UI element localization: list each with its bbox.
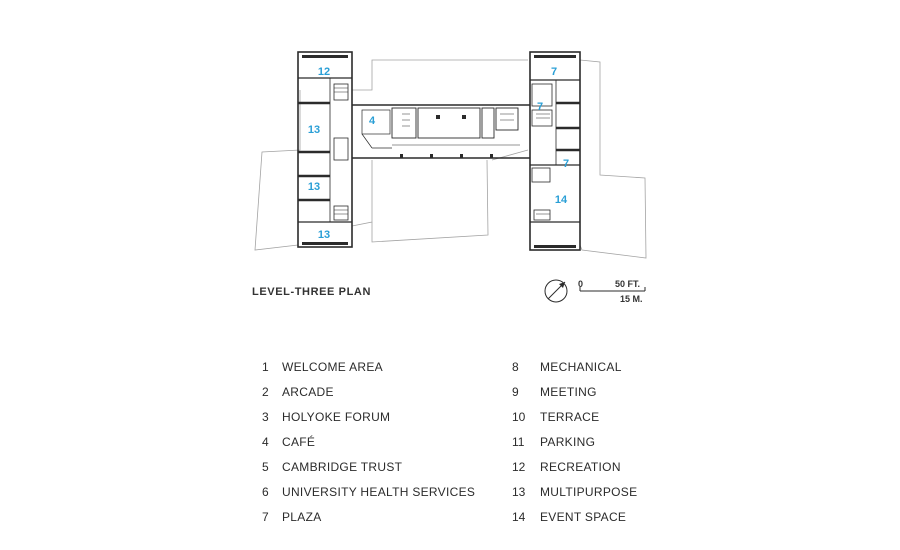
legend-number: 2 <box>262 385 269 399</box>
legend-label: MECHANICAL <box>540 360 622 374</box>
legend-number: 1 <box>262 360 269 374</box>
room-label-14: 14 <box>555 194 568 206</box>
legend-label: PLAZA <box>282 510 322 524</box>
legend-number: 6 <box>262 485 269 499</box>
legend-item: 10 TERRACE <box>512 408 637 433</box>
legend-number: 14 <box>512 510 526 524</box>
legend-label: MULTIPURPOSE <box>540 485 638 499</box>
scale-feet-label: 50 FT. <box>615 279 640 289</box>
room-label-7-lower: 7 <box>563 158 569 170</box>
room-label-7-middle: 7 <box>537 101 543 113</box>
legend-item: 1 WELCOME AREA <box>262 358 475 383</box>
legend-number: 5 <box>262 460 269 474</box>
legend-item: 12 RECREATION <box>512 458 637 483</box>
scale-meters-label: 15 M. <box>620 294 643 304</box>
legend-number: 12 <box>512 460 526 474</box>
legend-label: WELCOME AREA <box>282 360 383 374</box>
plan-title: LEVEL-THREE PLAN <box>252 286 371 298</box>
legend-number: 11 <box>512 435 525 449</box>
legend-item: 9 MEETING <box>512 383 637 408</box>
scale-zero-label: 0 <box>578 279 583 289</box>
legend-label: EVENT SPACE <box>540 510 627 524</box>
room-label-12: 12 <box>318 66 330 78</box>
right-wing <box>529 51 581 251</box>
legend-label: UNIVERSITY HEALTH SERVICES <box>282 485 476 499</box>
room-label-13-lower: 13 <box>318 229 330 241</box>
legend-label: CAFÉ <box>282 435 316 449</box>
legend-item: 4 CAFÉ <box>262 433 475 458</box>
legend-item: 8 MECHANICAL <box>512 358 637 383</box>
site-outline <box>254 59 647 259</box>
room-label-13-upper: 13 <box>308 124 320 136</box>
legend-item: 14 EVENT SPACE <box>512 508 637 533</box>
legend-label: MEETING <box>540 385 597 399</box>
legend-number: 8 <box>512 360 519 374</box>
legend-item: 13 MULTIPURPOSE <box>512 483 637 508</box>
legend-item: 7 PLAZA <box>262 508 475 533</box>
legend-label: CAMBRIDGE TRUST <box>282 460 403 474</box>
legend-item: 3 HOLYOKE FORUM <box>262 408 475 433</box>
legend-label: RECREATION <box>540 460 621 474</box>
room-label-7-top: 7 <box>551 66 557 78</box>
legend-number: 13 <box>512 485 526 499</box>
legend-number: 10 <box>512 410 526 424</box>
room-label-4: 4 <box>369 115 376 127</box>
legend-item: 11 PARKING <box>512 433 637 458</box>
legend-label: HOLYOKE FORUM <box>282 410 391 424</box>
central-bar <box>352 104 530 159</box>
legend-item: 2 ARCADE <box>262 383 475 408</box>
legend-label: ARCADE <box>282 385 334 399</box>
legend-number: 9 <box>512 385 519 399</box>
left-wing <box>297 51 353 248</box>
legend-number: 3 <box>262 410 269 424</box>
legend-item: 6 UNIVERSITY HEALTH SERVICES <box>262 483 475 508</box>
north-arrow-icon <box>544 279 568 303</box>
legend-label: PARKING <box>540 435 596 449</box>
legend-number: 7 <box>262 510 269 524</box>
room-label-13-middle: 13 <box>308 181 320 193</box>
legend-item: 5 CAMBRIDGE TRUST <box>262 458 475 483</box>
legend-right-column: 8 MECHANICAL 9 MEETING 10 TERRACE 11 PARKING… <box>512 358 637 533</box>
legend-number: 4 <box>262 435 269 449</box>
legend-label: TERRACE <box>540 410 600 424</box>
scale-bar: 0 50 FT. 15 M. <box>578 279 646 304</box>
